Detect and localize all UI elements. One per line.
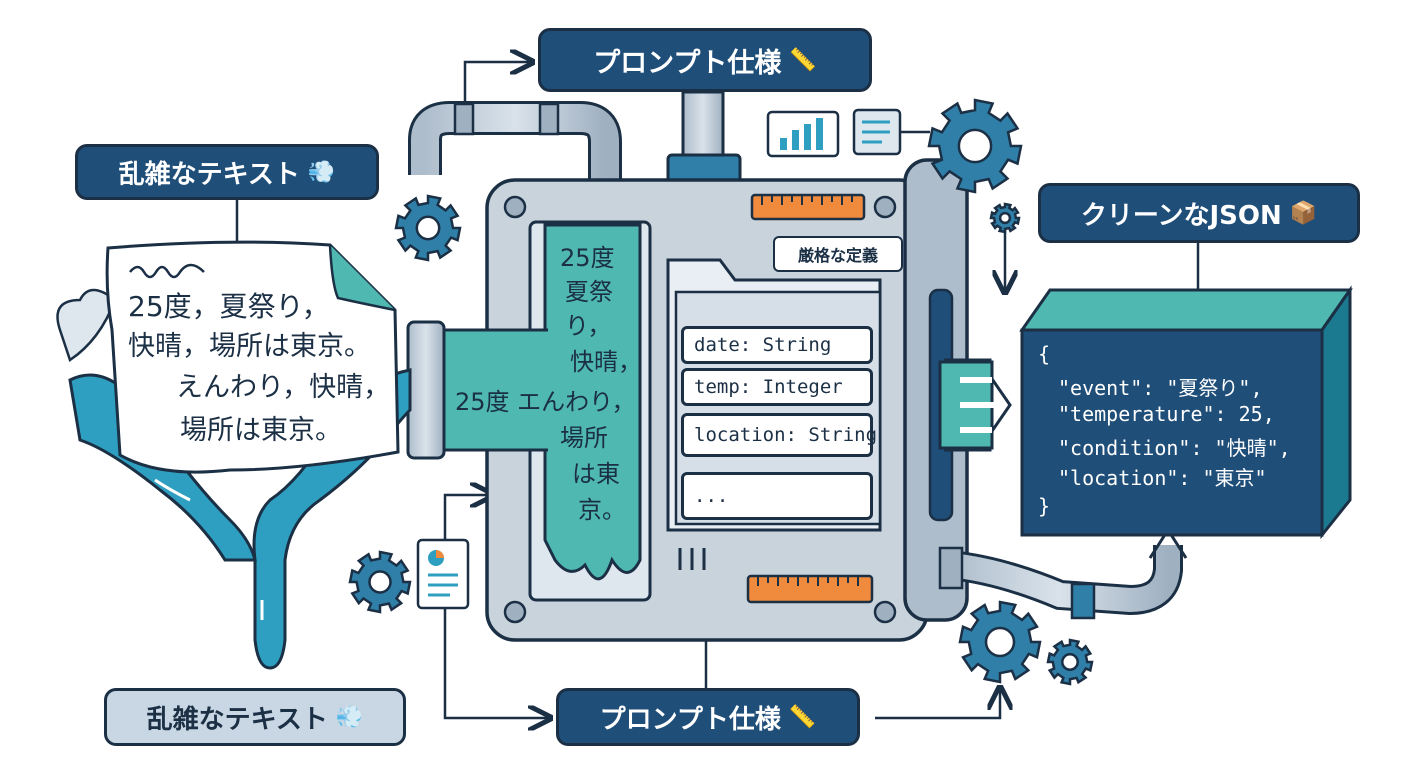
messy-line-2: 快晴，場所は東京。 bbox=[128, 331, 371, 362]
json-line-close: } bbox=[1038, 494, 1051, 518]
strict-definition-text: 厳格な定義 bbox=[797, 246, 878, 265]
inlet-pipe-spec bbox=[666, 90, 742, 187]
stream-lower-3: 京。 bbox=[578, 496, 626, 524]
schema-field-more: ... bbox=[681, 472, 873, 520]
stream-column-3: り， bbox=[565, 312, 612, 340]
gear-hole bbox=[1061, 653, 1079, 671]
prompt-spec-bottom-text: プロンプト仕様 bbox=[599, 704, 781, 735]
json-line-condition: "condition": "快晴", bbox=[1058, 436, 1291, 460]
json-output-block bbox=[1019, 285, 1353, 540]
prompt-spec-top-label: プロンプト仕様 📏 bbox=[538, 28, 872, 92]
report-document-icon bbox=[416, 538, 470, 610]
json-line-temperature: "temperature": 25, bbox=[1058, 402, 1275, 426]
schema-field-location: location: String bbox=[681, 413, 877, 457]
messy-line-3: えんわり，快晴， bbox=[176, 372, 391, 403]
messy-line-1: 25度，夏祭り， bbox=[128, 290, 330, 323]
messy-text-top-label: 乱雑なテキスト 💨 bbox=[75, 144, 379, 200]
ruler-icon: 📏 bbox=[789, 47, 817, 73]
messy-note bbox=[105, 240, 400, 474]
gear-hole bbox=[415, 215, 441, 241]
inlet-pipe-top bbox=[408, 101, 622, 190]
clean-json-label: クリーンなJSON 📦 bbox=[1038, 183, 1360, 243]
schema-field-date: date: String bbox=[681, 326, 873, 364]
strict-definition-label: 厳格な定義 bbox=[773, 236, 903, 272]
gear-hole bbox=[998, 211, 1012, 225]
messy-text-top-text: 乱雑なテキスト bbox=[118, 159, 300, 190]
stream-middle: 25度 エんわり， bbox=[455, 388, 636, 416]
document-icon bbox=[852, 108, 902, 156]
prompt-spec-top-text: プロンプト仕様 bbox=[593, 47, 782, 79]
messy-text-bottom-label: 乱雑なテキスト 💨 bbox=[104, 688, 406, 746]
gear-hole bbox=[984, 626, 1016, 658]
json-line-location: "location": "東京" bbox=[1058, 466, 1267, 490]
cloud-icon: 💨 bbox=[335, 704, 364, 730]
json-line-event: "event": "夏祭り", bbox=[1058, 376, 1263, 400]
clean-json-text: クリーンなJSON bbox=[1080, 200, 1282, 231]
text-stream bbox=[440, 223, 642, 581]
stream-lower-2: は東 bbox=[572, 460, 620, 488]
stream-column-2: 夏祭 bbox=[565, 278, 613, 306]
bar-chart-icon bbox=[766, 110, 840, 158]
json-line-open: { bbox=[1038, 342, 1051, 366]
ruler-icon: 📏 bbox=[788, 704, 817, 730]
gear-hole bbox=[957, 128, 993, 164]
stream-lower-1: 場所 bbox=[560, 424, 608, 452]
package-icon: 📦 bbox=[1289, 200, 1318, 226]
cloud-icon: 💨 bbox=[307, 159, 336, 185]
schema-field-temp: temp: Integer bbox=[681, 368, 873, 406]
gear-icons bbox=[348, 98, 1094, 686]
prompt-spec-bottom-label: プロンプト仕様 📏 bbox=[556, 688, 860, 746]
outlet-pipe bbox=[938, 527, 1188, 620]
output-arrow bbox=[938, 358, 1012, 452]
messy-text-bottom-text: 乱雑なテキスト bbox=[146, 704, 328, 735]
stream-column-1: 25度 bbox=[560, 244, 615, 272]
gear-hole bbox=[368, 570, 392, 594]
stream-column-4: 快晴， bbox=[570, 348, 642, 376]
inlet-flange bbox=[406, 320, 446, 460]
messy-line-4: 場所は東京。 bbox=[180, 415, 342, 446]
